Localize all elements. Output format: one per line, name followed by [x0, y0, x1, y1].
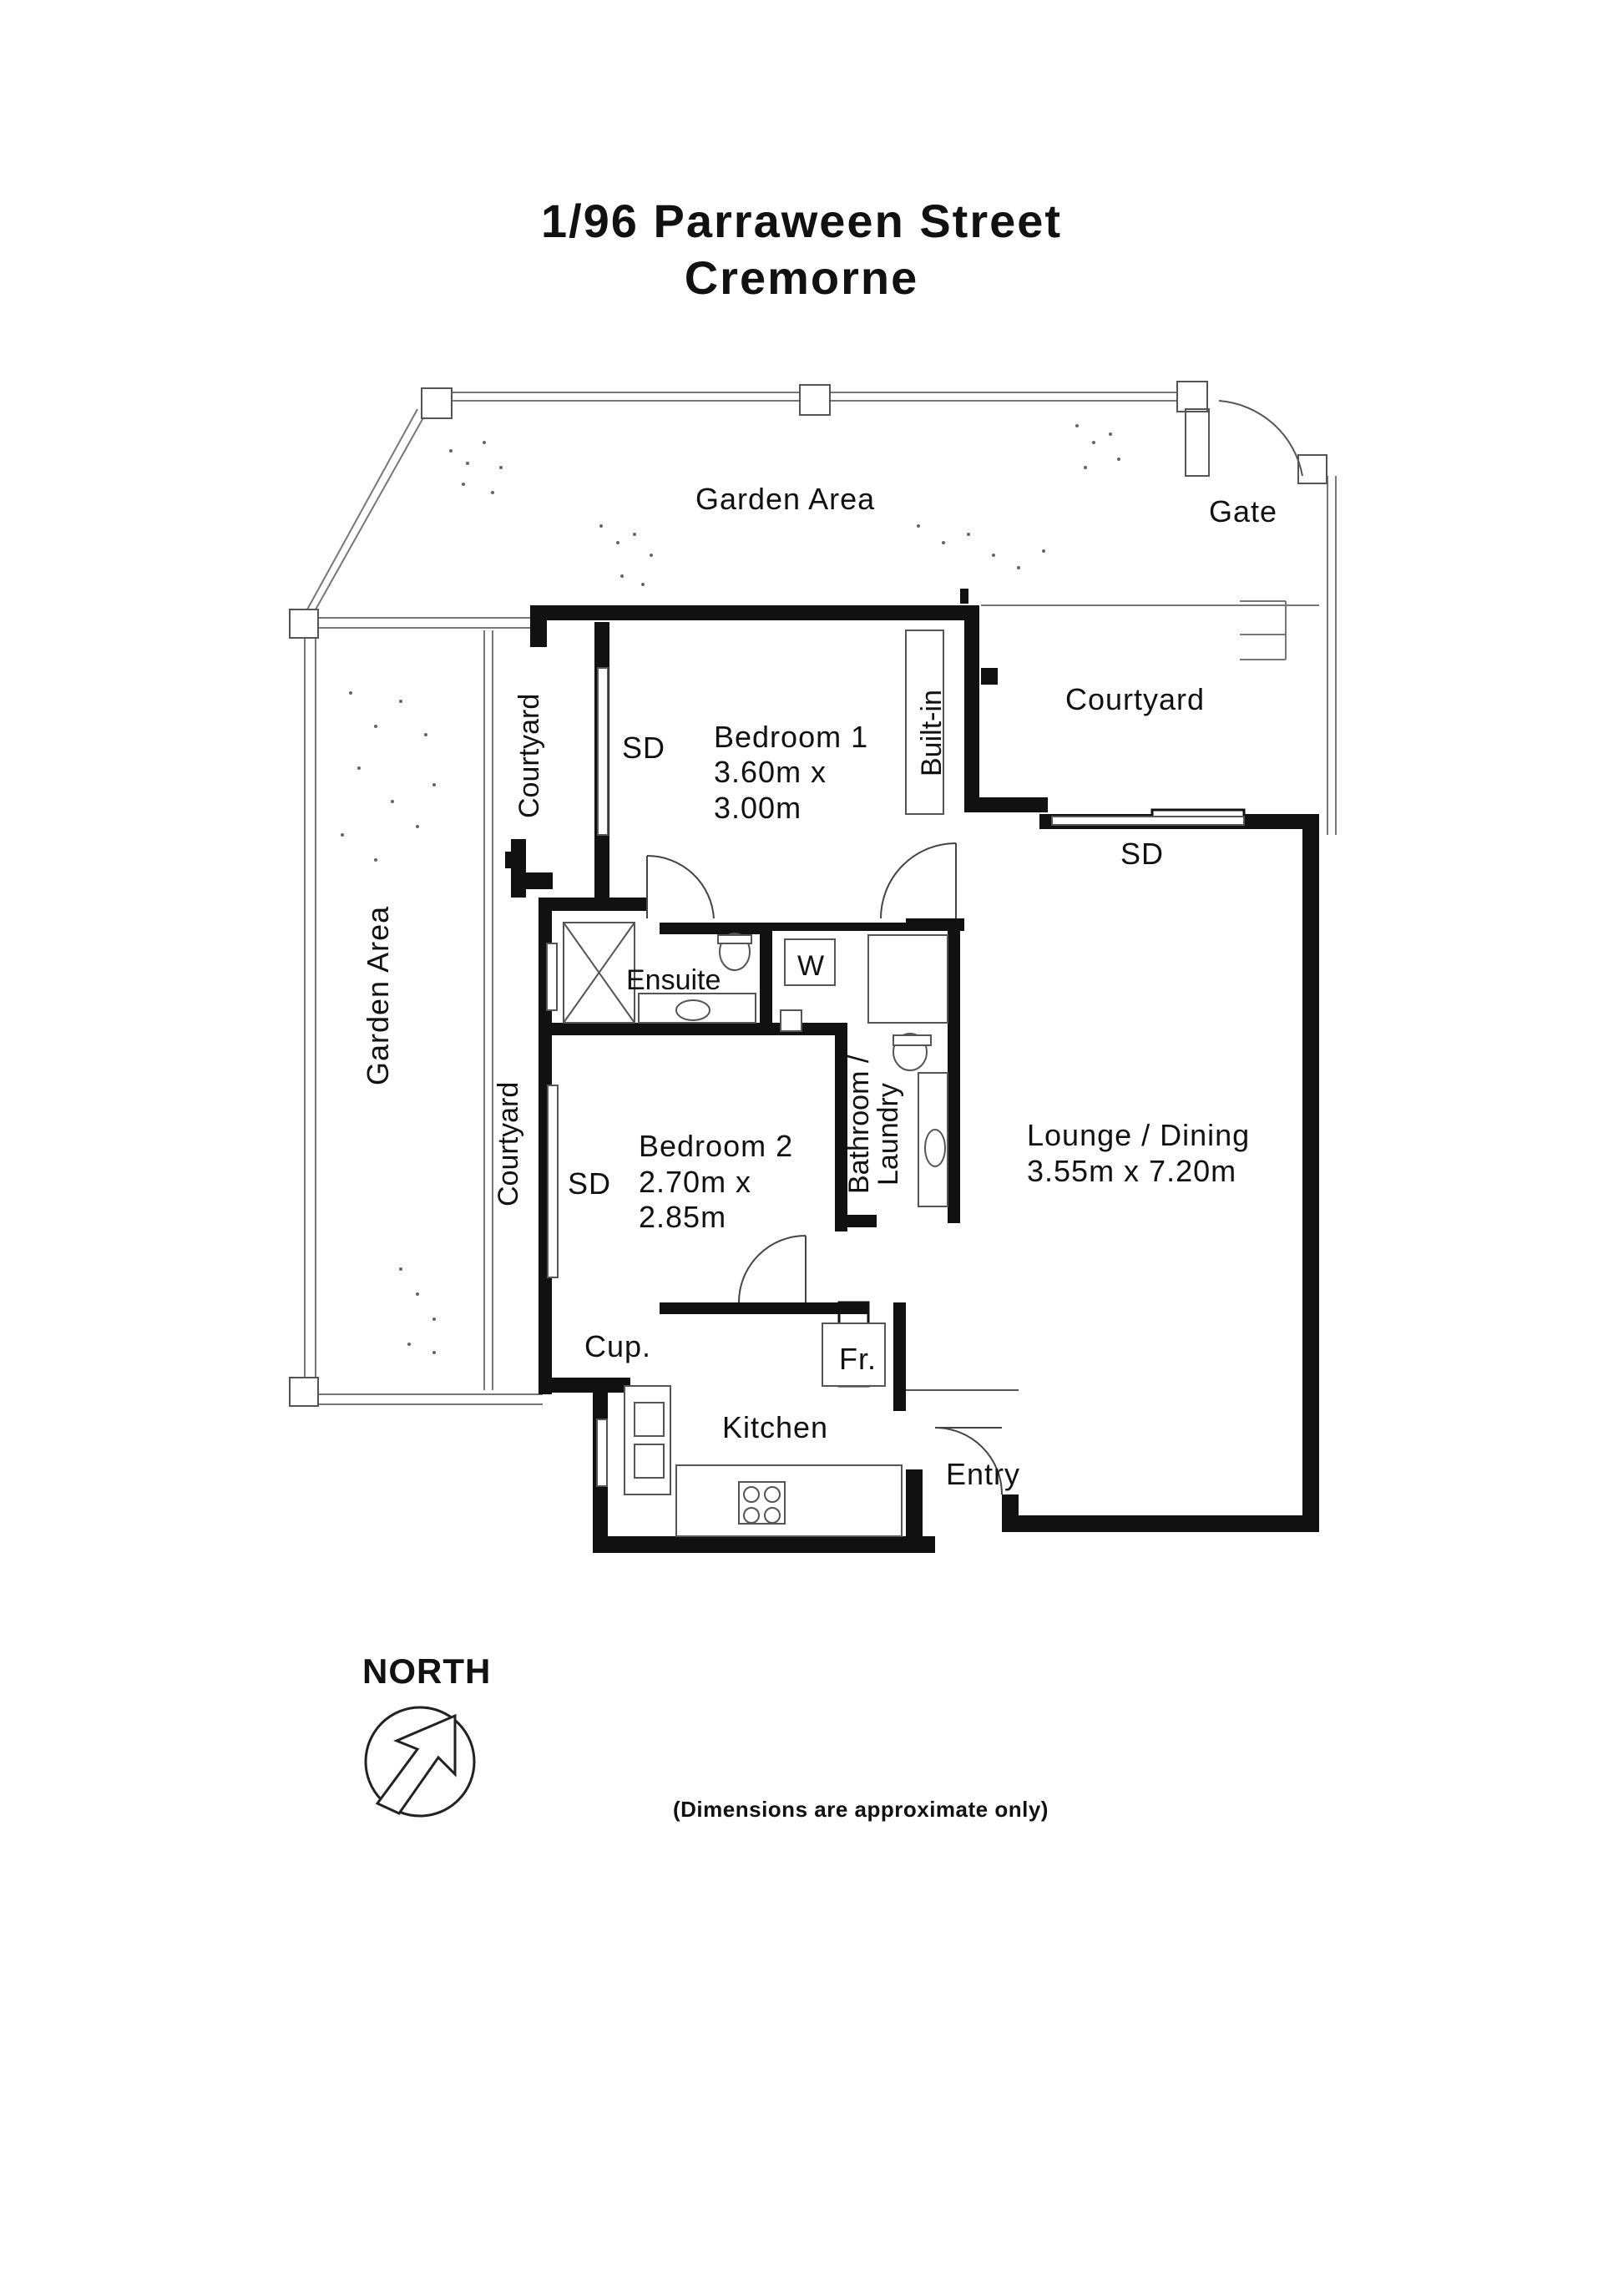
- plan-title-address: 1/96 Parraween Street: [540, 195, 1063, 247]
- label-bathroom: Bathroom /: [843, 1054, 875, 1194]
- garden-posts: [289, 381, 1327, 1407]
- label-builtin: Built-in: [916, 690, 948, 776]
- label-garden-top: Garden Area: [695, 482, 875, 516]
- label-courtyard-bed2: Courtyard: [493, 1082, 524, 1206]
- garden-boundary: [304, 392, 1337, 1405]
- north-arrow-icon: [364, 1706, 476, 1818]
- label-bedroom2-dim1: 2.70m x: [639, 1165, 751, 1199]
- gate-swing: [1185, 400, 1303, 477]
- plan-title-suburb: Cremorne: [684, 251, 919, 304]
- fixtures: [563, 630, 1019, 1537]
- label-courtyard-bed1: Courtyard: [513, 694, 545, 818]
- label-entry: Entry: [946, 1457, 1020, 1491]
- label-sd-bedroom2: SD: [568, 1166, 611, 1201]
- shrub-stipple: [341, 424, 1120, 1354]
- label-gate: Gate: [1209, 494, 1277, 528]
- label-lounge-dim: 3.55m x 7.20m: [1027, 1154, 1236, 1188]
- sliding-doors: [546, 667, 1245, 1487]
- label-sd-lounge: SD: [1120, 837, 1164, 871]
- label-kitchen: Kitchen: [722, 1410, 828, 1444]
- label-garden-left: Garden Area: [361, 906, 395, 1085]
- label-lounge-name: Lounge / Dining: [1027, 1118, 1250, 1152]
- label-ensuite: Ensuite: [626, 964, 721, 996]
- label-laundry: Laundry: [872, 1083, 904, 1186]
- label-sd-bedroom1: SD: [622, 731, 665, 765]
- label-bedroom1-dim1: 3.60m x: [714, 755, 827, 789]
- door-swings: [646, 842, 1003, 1495]
- north-label: NORTH: [362, 1651, 492, 1691]
- label-bedroom1-dim2: 3.00m: [714, 791, 802, 825]
- label-washer: W: [797, 950, 824, 982]
- label-bedroom2-dim2: 2.85m: [639, 1200, 726, 1234]
- dimensions-disclaimer: (Dimensions are approximate only): [673, 1797, 1049, 1822]
- label-fridge: Fr.: [839, 1342, 877, 1376]
- label-bedroom2-name: Bedroom 2: [639, 1129, 793, 1163]
- label-courtyard-right: Courtyard: [1065, 682, 1205, 716]
- label-bedroom1-name: Bedroom 1: [714, 720, 868, 754]
- label-cupboard: Cup.: [584, 1329, 651, 1363]
